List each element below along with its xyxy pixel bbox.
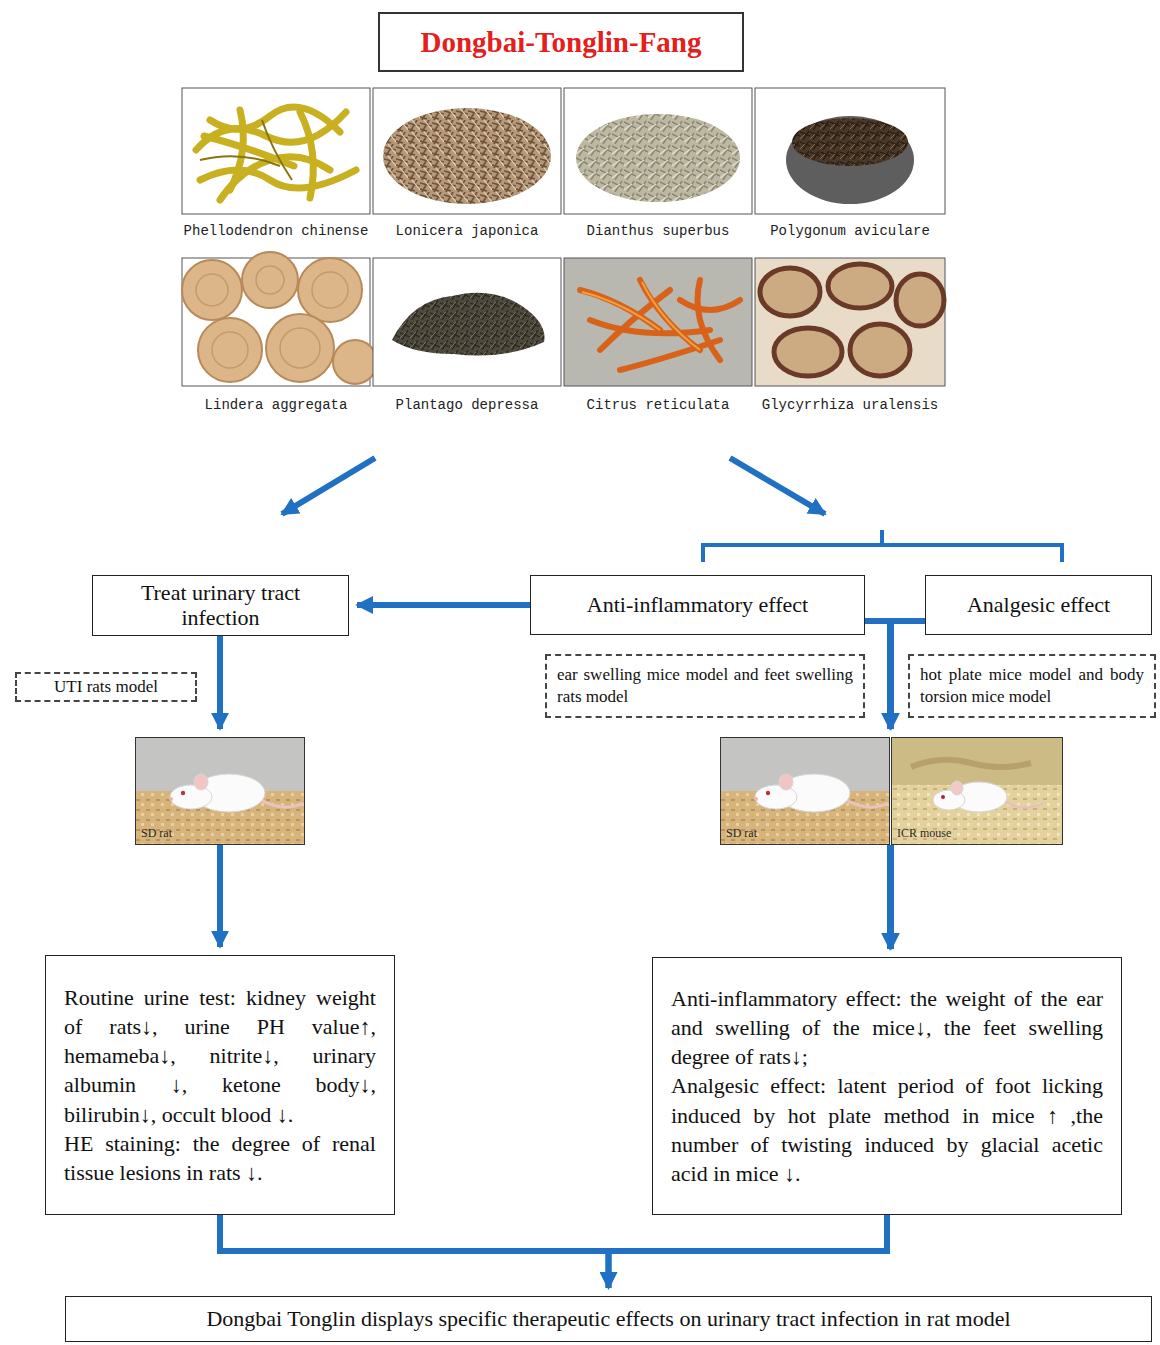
herb-caption: Lindera aggregata [166,397,386,413]
herb-caption: Plantago depressa [357,397,577,413]
process-box: Analgesic effect [925,575,1152,635]
node-text: Analgesic effect [967,592,1110,617]
node-text: ear swelling mice model and feet swellin… [557,664,853,708]
herb-caption: Polygonum aviculare [740,223,960,239]
bracket [703,530,1062,562]
node-text: UTI rats model [27,676,185,698]
herb-photo [373,88,561,214]
title-text: Dongbai-Tonglin-Fang [421,26,702,59]
connector-arrow [220,1215,609,1288]
result-box: Routine urine test: kidney weight of rat… [45,955,395,1215]
node-text: Anti-inflammatory effect: the weight of … [671,984,1103,1072]
model-box: ear swelling mice model and feet swellin… [545,654,865,718]
herb-photo [564,88,752,214]
node-text: SD rat [726,826,757,841]
herb-photo [755,258,945,386]
conclusion-box: Dongbai Tonglin displays specific therap… [65,1296,1152,1342]
herb-caption: Citrus reticulata [548,397,768,413]
rat-photo [720,737,890,845]
animal-photo: ICR mouse [891,737,1063,845]
animal-photo: SD rat [720,737,890,845]
node-text: hot plate mice model and body torsion mi… [920,664,1144,708]
node-text: Analgesic effect: latent period of foot … [671,1071,1103,1188]
mouse-photo [891,737,1063,845]
herb-caption: Phellodendron chinense [166,223,386,239]
connector-arrow [217,845,223,947]
node-text: ICR mouse [897,826,951,841]
model-box: hot plate mice model and body torsion mi… [908,654,1156,718]
herb-caption: Dianthus superbus [548,223,768,239]
node-text: SD rat [141,826,172,841]
herb-photo [373,258,561,386]
herb-caption: Glycyrrhiza uralensis [740,397,960,413]
connector-arrow [888,845,894,949]
connector-arrow [357,602,530,608]
node-text: Treat urinary tract infection [101,580,340,631]
connector-arrow [609,1215,888,1288]
node-text: Routine urine test: kidney weight of rat… [64,983,376,1129]
model-box: UTI rats model [15,672,197,702]
node-text: Anti-inflammatory effect [587,592,808,617]
herb-photo [182,252,377,386]
connector-arrow [887,845,893,949]
herb-photo [755,88,945,214]
result-box: Anti-inflammatory effect: the weight of … [652,957,1122,1215]
title-box: Dongbai-Tonglin-Fang [378,12,744,72]
herb-photo [182,88,370,214]
animal-photo: SD rat [135,737,305,845]
herb-caption: Lonicera japonica [357,223,577,239]
node-text: HE staining: the degree of renal tissue … [64,1129,376,1188]
node-text: Dongbai Tonglin displays specific therap… [206,1306,1010,1332]
herb-photo [564,258,752,386]
connector-arrow [217,636,223,729]
process-box: Anti-inflammatory effect [530,575,865,635]
connector-arrow [865,621,890,729]
flow-arrow [282,458,825,514]
rat-photo [135,737,305,845]
process-box: Treat urinary tract infection [92,575,349,636]
